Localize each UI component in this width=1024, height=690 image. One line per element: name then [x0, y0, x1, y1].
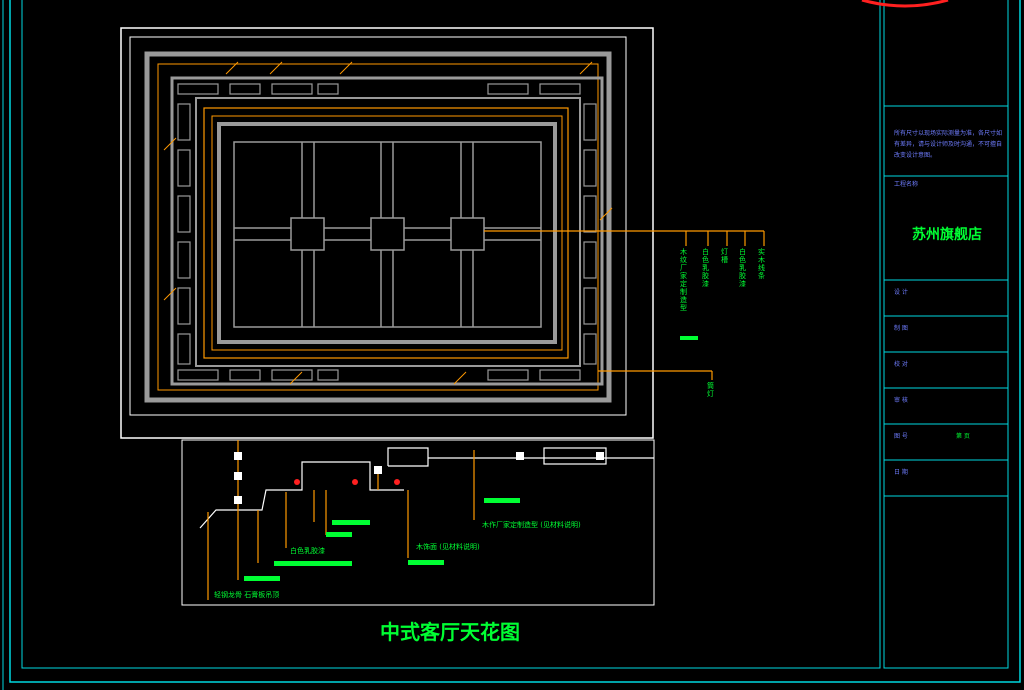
callout-label: 木纹厂家定制造型: [680, 248, 687, 312]
ceiling-lamp-1: [290, 217, 325, 251]
title-block-row: 日 期: [894, 469, 1004, 477]
ceiling-lamp-3: [450, 217, 485, 251]
title-block-row: 设 计: [894, 289, 1004, 297]
sheet-border-outer: [9, 0, 1021, 683]
callout-label: 白色乳胶漆: [739, 248, 746, 288]
inner-panel: [217, 122, 557, 344]
title-block-row: 图 号 第 页: [894, 433, 1004, 441]
project-name: 苏州旗舰店: [912, 227, 982, 243]
section-label: 木作厂家定制造型 (见材料说明): [482, 521, 581, 529]
ceiling-lamp-2: [370, 217, 405, 251]
callout-label: 灯槽: [721, 248, 728, 264]
section-detail-box: [181, 439, 655, 606]
section-label: 轻钢龙骨 石膏板吊顶: [214, 591, 280, 599]
row-value: 第 页: [956, 433, 970, 440]
general-notes: 所有尺寸以现场实际测量为准，各尺寸如有差异，请与设计师及时沟通，不可擅自改变设计…: [894, 130, 1003, 159]
drawing-title: 中式客厅天花图: [380, 620, 520, 644]
title-block-row: 审 核: [894, 397, 1004, 405]
row-label: 审 核: [894, 397, 908, 404]
callout-label: 实木线条: [758, 248, 765, 280]
row-label: 图 号: [894, 433, 908, 440]
row-label: 设 计: [894, 289, 908, 296]
row-label: 校 对: [894, 361, 908, 368]
callout-label-right: 筒灯: [707, 382, 714, 398]
section-label: 白色乳胶漆: [290, 547, 325, 555]
sheet-border-inner: [21, 0, 881, 669]
stamp-arc: [861, 0, 949, 8]
title-block-row: 校 对: [894, 361, 1004, 369]
section-label: 木饰面 (见材料说明): [416, 543, 480, 551]
project-label: 工程名称: [894, 181, 919, 188]
callout-label: 白色乳胶漆: [702, 248, 709, 288]
title-block-row: 制 图: [894, 325, 1004, 333]
title-block: [883, 0, 1009, 669]
row-label: 日 期: [894, 469, 908, 476]
ceiling-outline: [120, 27, 654, 439]
row-label: 制 图: [894, 325, 908, 332]
